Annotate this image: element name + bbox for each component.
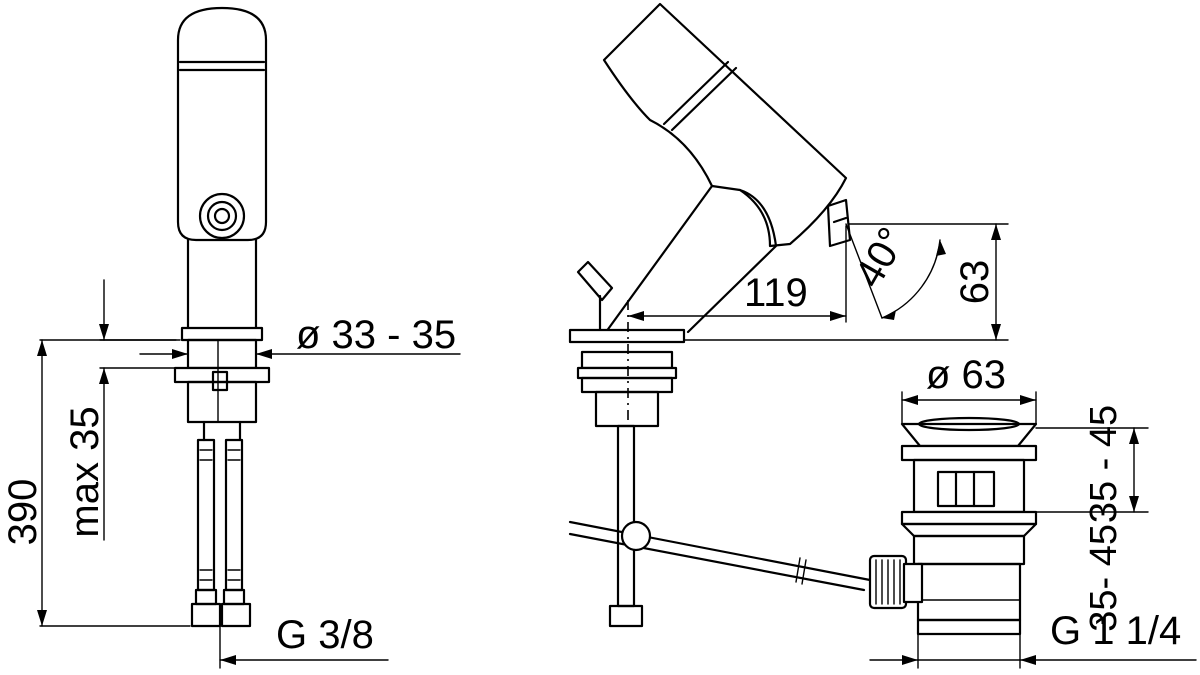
waste-fitting xyxy=(868,416,1038,636)
dimension-max-thickness: max 35 xyxy=(63,406,107,537)
dimension-bore-diameter: ø 33 - 35 xyxy=(296,313,456,357)
dimension-waste-range-lower: 35- 45 xyxy=(1083,524,1125,632)
dimension-thread-waste: G 1 1/4 xyxy=(1050,609,1181,653)
dimension-height-total: 390 xyxy=(1,479,45,546)
front-view-mixer xyxy=(173,6,271,628)
dimension-thread-supply: G 3/8 xyxy=(276,613,374,657)
waste-dimensions: ø 63 35 - 45 35- 45 G 1 1/4 xyxy=(869,353,1197,669)
dimension-waste-range-upper: 35 - 45 xyxy=(1083,405,1125,523)
aerator-icon xyxy=(198,192,246,240)
side-view-dimensions: 119 63 40° xyxy=(627,220,1009,341)
side-view-mixer xyxy=(568,2,872,628)
front-view-dimensions: 390 max 35 ø 33 - 35 G 3/8 xyxy=(1,279,461,669)
dimension-reach: 119 xyxy=(744,271,808,315)
dimension-waste-diameter: ø 63 xyxy=(926,353,1006,397)
dimension-lever-height: 63 xyxy=(953,260,997,305)
dimension-lever-angle: 40° xyxy=(847,220,915,294)
